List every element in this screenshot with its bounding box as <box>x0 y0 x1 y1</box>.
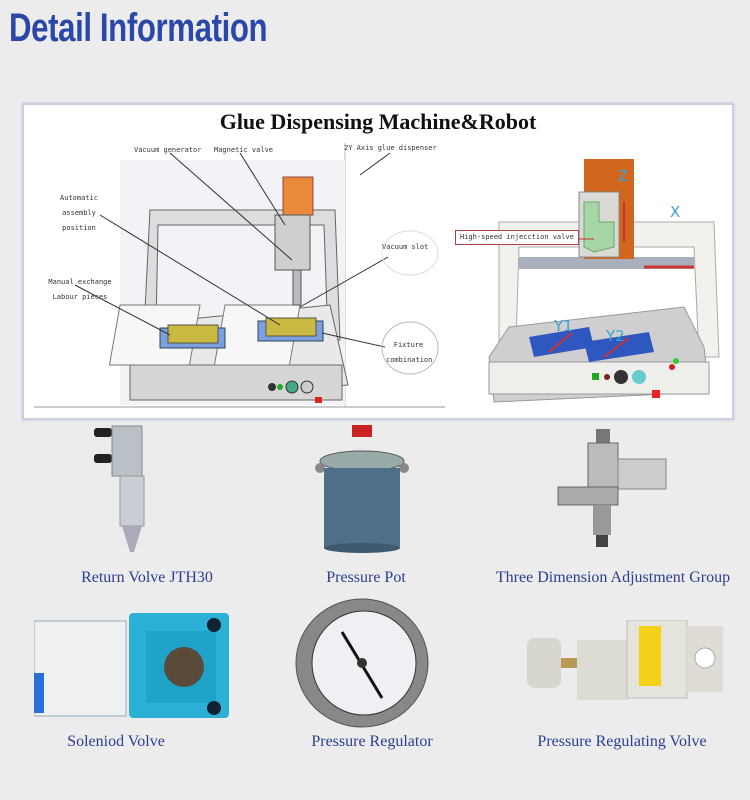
callout-injection-valve: High-speed injecction valve <box>455 230 579 245</box>
axis-label-z: Z <box>618 167 629 185</box>
product-label-pressure-pot: Pressure Pot <box>326 569 406 586</box>
page-title: Detail Information <box>9 6 268 50</box>
product-label-adjustment-group: Three Dimension Adjustment Group <box>495 569 731 586</box>
adjustment-group-image <box>557 429 667 547</box>
product-label-return-valve: Return Volve JTH30 <box>81 569 213 586</box>
axis-label-x: X <box>670 203 681 221</box>
callout-automatic-assembly: Automatic assembly position <box>60 194 98 232</box>
axis-label-y2: Y2 <box>606 327 625 345</box>
product-label-solenoid-valve: Soleniod Volve <box>67 733 165 750</box>
callout-axis-dispenser: 2Y Axis glue dispenser <box>344 144 437 152</box>
machine-diagram-panel: Glue Dispensing Machine&Robot Vac <box>22 103 734 420</box>
axis-label-y1: Y1 <box>554 317 573 335</box>
return-valve-image <box>94 425 145 552</box>
solenoid-valve-image <box>34 613 229 718</box>
callout-magnetic-valve: Magnetic valve <box>214 146 274 154</box>
dispenser-schematic <box>34 143 445 408</box>
pressure-gauge-image <box>295 598 429 728</box>
callout-manual-exchange: Manual exchange Labour pieces <box>48 278 112 301</box>
product-label-pressure-regulator: Pressure Regulator <box>311 733 433 750</box>
regulating-valve-image <box>527 620 723 700</box>
callout-vacuum-slot: Vacuum slot <box>382 243 429 251</box>
pressure-pot-image <box>315 425 409 553</box>
product-label-regulating-valve: Pressure Regulating Volve <box>537 733 707 750</box>
callout-fixture: Fixture combination <box>386 341 433 364</box>
diagram-title: Glue Dispensing Machine&Robot <box>219 109 537 134</box>
robot-illustration <box>488 159 720 403</box>
callout-vacuum-generator: Vacuum generator <box>134 146 202 154</box>
